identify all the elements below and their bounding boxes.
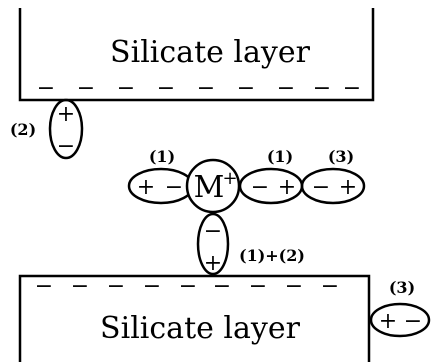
dipole-right-inner-pos: + — [278, 175, 296, 200]
top-layer-outline — [18, 8, 375, 102]
dipole-below-label: (1)+(2) — [239, 246, 305, 265]
dipole-surface-top-pos: + — [57, 102, 75, 127]
bottom-surface-charge-3: − — [107, 274, 125, 299]
top-silicate-layer: Silicate layer − − − − − − − − − — [18, 8, 375, 102]
cation-charge: + — [222, 168, 237, 189]
dipole-surface-top-label: (2) — [10, 120, 36, 139]
cation-symbol: M — [194, 170, 225, 205]
bottom-surface-charge-5: − — [179, 274, 197, 299]
dipole-far-right-neg: − — [404, 309, 422, 334]
top-surface-charge-2: − — [77, 76, 95, 101]
dipole-below-ellipse — [196, 212, 230, 276]
dipole-below-pos: + — [204, 251, 222, 276]
top-surface-charge-6: − — [237, 76, 255, 101]
cation: M + — [185, 158, 241, 214]
bottom-surface-charge-6: − — [213, 274, 231, 299]
dipole-far-right: (3) + − — [369, 278, 431, 338]
dipole-far-right-pos: + — [379, 309, 397, 334]
dipole-left-neg: − — [165, 175, 183, 200]
bottom-silicate-layer: Silicate layer − − − − − − − − − — [18, 274, 371, 362]
top-surface-charge-8: − — [313, 76, 331, 101]
dipole-left-label: (1) — [149, 147, 175, 166]
bottom-layer-outline — [18, 274, 371, 362]
top-surface-charge-1: − — [37, 76, 55, 101]
dipole-left-pos: + — [137, 175, 155, 200]
bottom-surface-charge-1: − — [35, 274, 53, 299]
top-layer-surface-charges: − − − − − − − − − — [37, 76, 361, 101]
dipole-right-inner: − + — [238, 167, 304, 205]
dipole-surface-top-neg: − — [57, 134, 75, 159]
top-surface-charge-3: − — [117, 76, 135, 101]
dipole-right-outer-neg: − — [312, 175, 330, 200]
dipole-right-outer-label: (3) — [328, 147, 354, 166]
dipole-surface-top: (2) + − — [10, 98, 84, 160]
bottom-surface-charge-9: − — [321, 274, 339, 299]
dipole-left: + − — [127, 167, 195, 205]
top-surface-charge-5: − — [197, 76, 215, 101]
dipole-far-right-ellipse — [369, 302, 431, 338]
dipole-right-inner-label: (1) — [267, 147, 293, 166]
top-surface-charge-9: − — [343, 76, 361, 101]
bottom-layer-surface-charges: − − − − − − − − − — [35, 274, 339, 299]
top-surface-charge-7: − — [277, 76, 295, 101]
dipole-right-outer: − + — [300, 167, 366, 205]
dipole-right-outer-ellipse — [300, 167, 366, 205]
bottom-surface-charge-7: − — [249, 274, 267, 299]
bottom-layer-label: Silicate layer — [100, 311, 301, 346]
bottom-surface-charge-4: − — [143, 274, 161, 299]
bottom-surface-charge-8: − — [285, 274, 303, 299]
dipole-right-outer-pos: + — [339, 175, 357, 200]
dipole-below: − + (1)+(2) — [196, 212, 305, 276]
dipole-right-inner-neg: − — [251, 175, 269, 200]
top-layer-label: Silicate layer — [110, 35, 311, 70]
bottom-surface-charge-2: − — [71, 274, 89, 299]
dipole-surface-top-ellipse — [48, 98, 84, 160]
dipole-far-right-label: (3) — [389, 278, 415, 297]
dipole-below-neg: − — [204, 219, 222, 244]
top-surface-charge-4: − — [157, 76, 175, 101]
